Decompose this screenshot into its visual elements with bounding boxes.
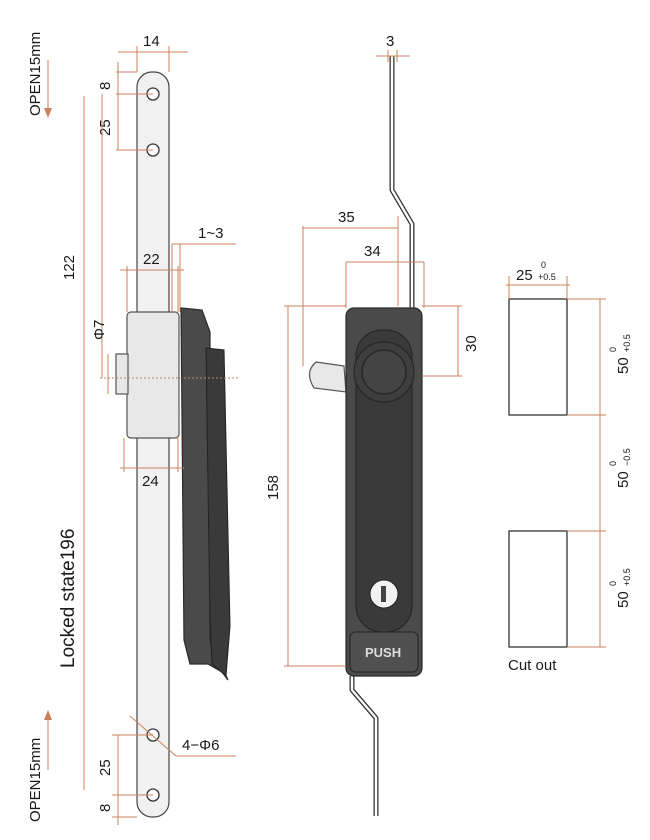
dim-30: 30 xyxy=(463,335,480,352)
cutout-width: 25 xyxy=(516,267,533,284)
cutout-h1-tol-upper: 0 xyxy=(608,347,618,352)
handle-side-lever xyxy=(205,347,231,678)
dim-122: 122 xyxy=(61,255,78,280)
locked-state-label: Locked state196 xyxy=(58,529,79,668)
cutout-width-tol-upper: 0 xyxy=(541,260,546,270)
push-plate xyxy=(349,631,419,673)
push-label: PUSH xyxy=(365,645,401,660)
handle-side xyxy=(180,307,229,681)
key-slot xyxy=(381,586,386,602)
open-label-top: OPEN15mm xyxy=(27,32,44,116)
dim-phi7: Φ7 xyxy=(91,320,108,340)
cutout-width-tol-lower: +0.5 xyxy=(538,272,556,282)
cutout-h1-tol-lower: +0.5 xyxy=(622,334,632,352)
dim-8-bottom: 8 xyxy=(97,804,114,812)
lock-bar xyxy=(136,71,170,818)
cam-stub xyxy=(115,353,129,395)
side-view: OPEN15mm OPEN15mm Locked state196 14 8 xyxy=(27,32,240,825)
dim-24: 24 xyxy=(142,473,159,490)
cutout-rect-top xyxy=(508,298,568,416)
open-arrow-top: OPEN15mm xyxy=(27,32,52,118)
housing-side xyxy=(126,311,180,439)
dim-25-bottom: 25 xyxy=(97,759,114,776)
cutout-h2: 50 xyxy=(615,471,632,488)
open-arrow-bottom: OPEN15mm xyxy=(27,710,52,822)
dim-8-top: 8 xyxy=(97,82,114,90)
dim-35: 35 xyxy=(338,209,355,226)
dim-25-top: 25 xyxy=(97,119,114,136)
cutout-h3-tol-upper: 0 xyxy=(608,581,618,586)
cutout-h3: 50 xyxy=(615,591,632,608)
dim-4-phi6: 4−Φ6 xyxy=(182,737,219,754)
dim-3: 3 xyxy=(386,33,394,50)
cutout-h2-tol-upper: 0 xyxy=(608,461,618,466)
dim-14: 14 xyxy=(143,33,160,50)
cutout-caption: Cut out xyxy=(508,657,557,674)
front-view: 3 PUSH 35 34 30 158 xyxy=(265,33,480,816)
open-label-bottom: OPEN15mm xyxy=(27,738,44,822)
dim-1-3: 1~3 xyxy=(198,225,223,242)
dim-22: 22 xyxy=(143,251,160,268)
dim-158: 158 xyxy=(265,475,282,500)
cutout-view: 25 0 +0.5 50 0 +0.5 50 0 −0.5 50 0 +0.5 … xyxy=(506,260,632,674)
cutout-h3-tol-lower: +0.5 xyxy=(622,568,632,586)
cutout-h1: 50 xyxy=(615,357,632,374)
cutout-rect-bottom xyxy=(508,530,568,648)
dim-34: 34 xyxy=(364,243,381,260)
cutout-h2-tol-lower: −0.5 xyxy=(622,448,632,466)
latch-tongue xyxy=(308,361,347,393)
